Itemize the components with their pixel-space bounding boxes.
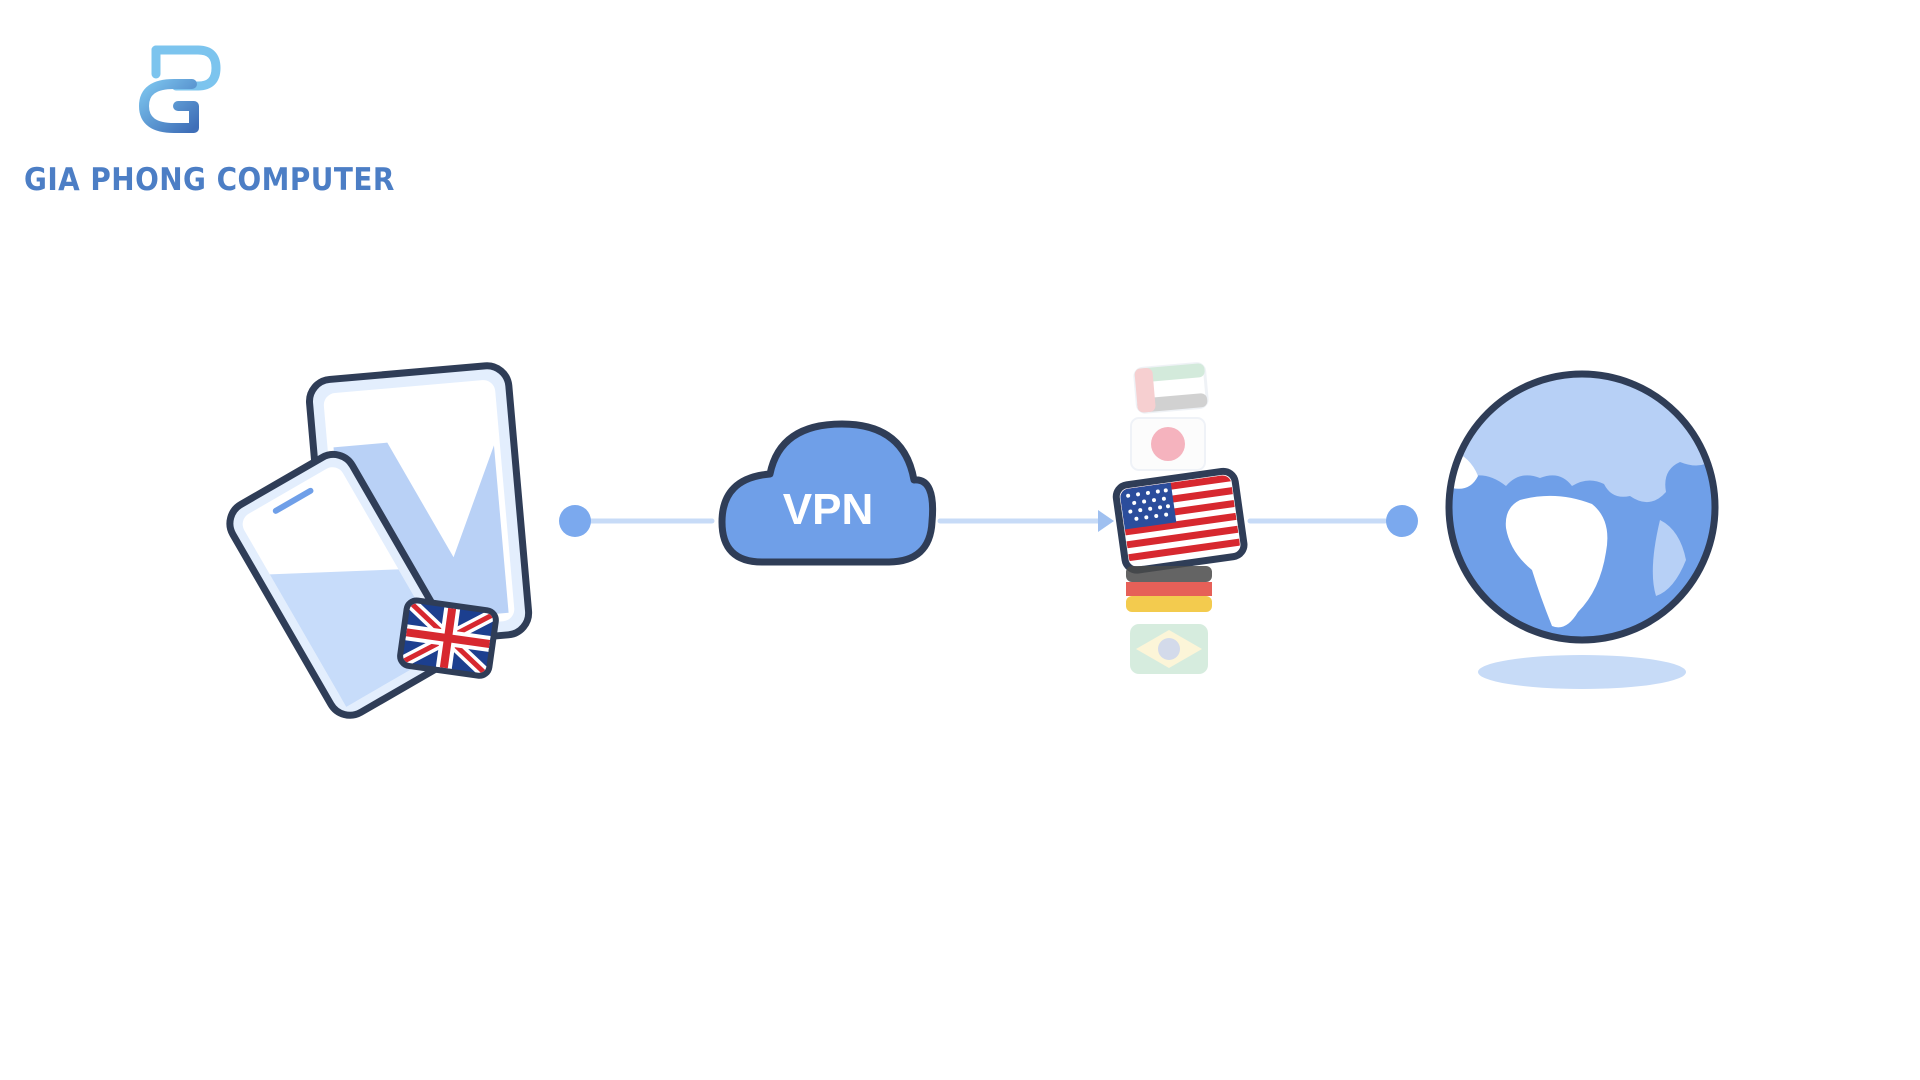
japan-flag-icon	[1130, 417, 1206, 471]
cloud-icon: VPN	[718, 420, 937, 566]
uk-flag-icon	[397, 597, 499, 679]
brand-name: GIA PHONG COMPUTER	[24, 162, 395, 198]
tablet-phone-icon	[226, 362, 533, 719]
globe-icon	[1445, 370, 1719, 689]
connector-dot-right	[1386, 505, 1418, 537]
connector-dot-left	[559, 505, 591, 537]
connector-lines	[572, 510, 1388, 532]
location-flags	[1112, 362, 1248, 674]
brazil-flag-icon	[1130, 624, 1208, 674]
vpn-label: VPN	[783, 485, 873, 534]
globe-shadow	[1478, 655, 1686, 689]
usa-flag-icon	[1112, 467, 1248, 574]
brand-logo: GIA PHONG COMPUTER	[18, 40, 394, 210]
germany-flag-icon	[1126, 566, 1212, 612]
gp-monogram-icon	[139, 45, 221, 133]
uae-flag-icon	[1133, 362, 1209, 414]
